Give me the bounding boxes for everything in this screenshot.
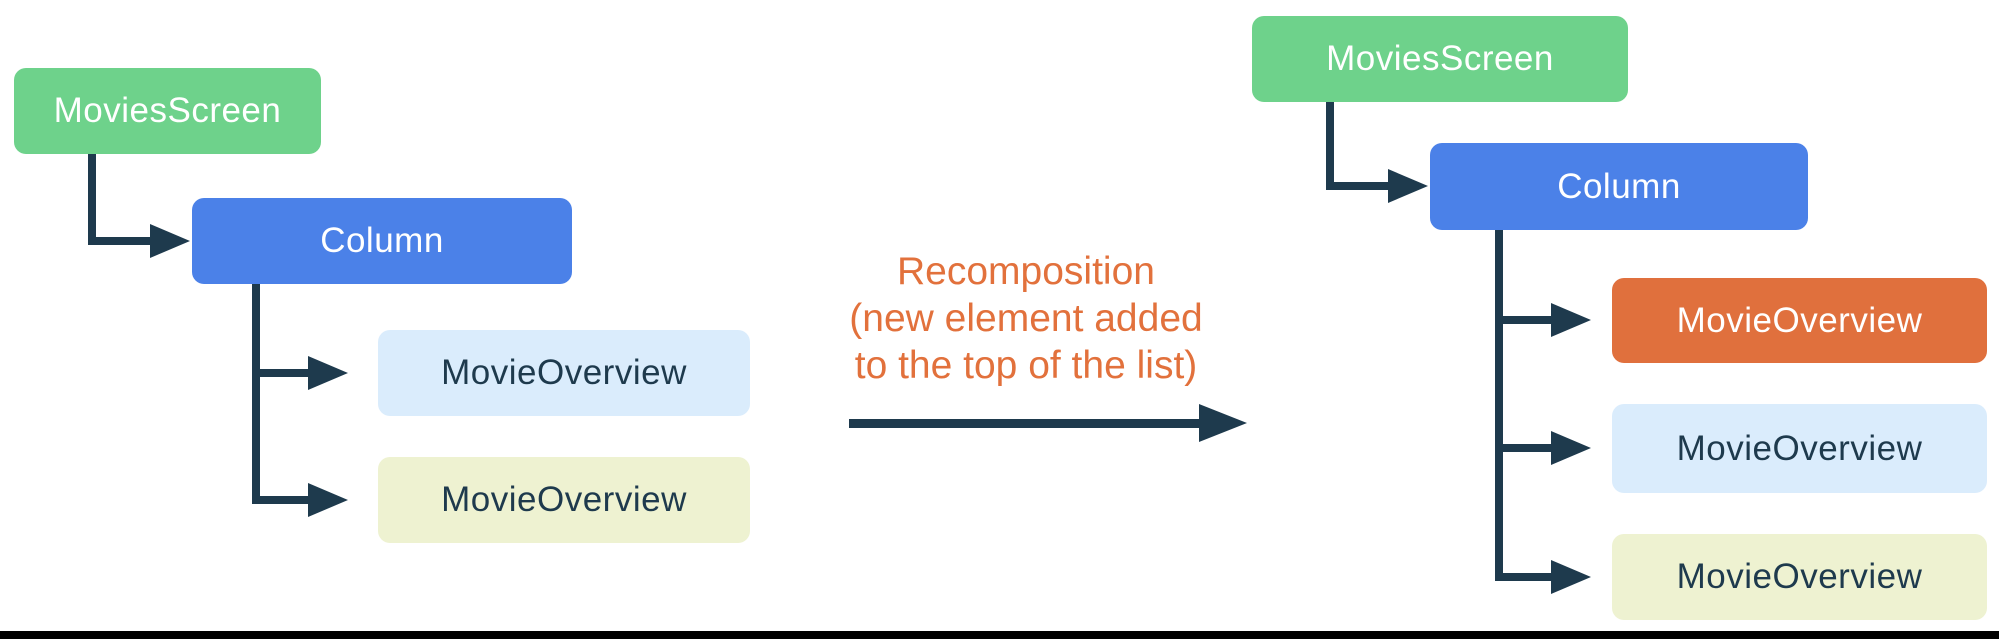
- left-branch2-hline: [252, 496, 308, 504]
- right-connector-root-vline: [1326, 102, 1334, 190]
- recomposition-arrowhead-icon: [1199, 404, 1247, 442]
- right-tree-node-moviesscreen: MoviesScreen: [1252, 16, 1628, 102]
- right-tree-node-column: Column: [1430, 143, 1808, 230]
- right-branch3-hline: [1495, 573, 1551, 581]
- bottom-divider: [0, 631, 1999, 639]
- left-tree-node-movieoverview-1: MovieOverview: [378, 330, 750, 416]
- left-tree-node-movieoverview-2: MovieOverview: [378, 457, 750, 543]
- right-tree-node-movieoverview-new: MovieOverview: [1612, 278, 1987, 363]
- right-tree-node-movieoverview-2: MovieOverview: [1612, 404, 1987, 493]
- right-connector-root-hline: [1326, 182, 1388, 190]
- right-root-arrowhead-icon: [1388, 169, 1428, 203]
- right-branch3-arrowhead-icon: [1551, 560, 1591, 594]
- right-branch1-hline: [1495, 316, 1551, 324]
- left-branch1-arrowhead-icon: [308, 356, 348, 390]
- right-branch2-hline: [1495, 444, 1551, 452]
- caption-line-3: to the top of the list): [854, 344, 1198, 387]
- left-branch2-arrowhead-icon: [308, 483, 348, 517]
- caption-line-1: Recomposition: [897, 250, 1155, 293]
- left-branch1-hline: [252, 369, 308, 377]
- left-root-arrowhead-icon: [150, 224, 190, 258]
- recomposition-caption: Recomposition (new element added to the …: [796, 248, 1256, 389]
- recomposition-arrow-line: [849, 419, 1201, 428]
- caption-line-2: (new element added: [849, 297, 1203, 340]
- left-tree-node-moviesscreen: MoviesScreen: [14, 68, 321, 154]
- right-connector-column-vline: [1495, 230, 1503, 581]
- left-tree-node-column: Column: [192, 198, 572, 284]
- left-connector-root-vline: [88, 154, 96, 245]
- left-connector-column-vline: [252, 284, 260, 504]
- right-branch1-arrowhead-icon: [1551, 303, 1591, 337]
- left-connector-root-hline: [88, 237, 150, 245]
- right-branch2-arrowhead-icon: [1551, 431, 1591, 465]
- right-tree-node-movieoverview-3: MovieOverview: [1612, 534, 1987, 620]
